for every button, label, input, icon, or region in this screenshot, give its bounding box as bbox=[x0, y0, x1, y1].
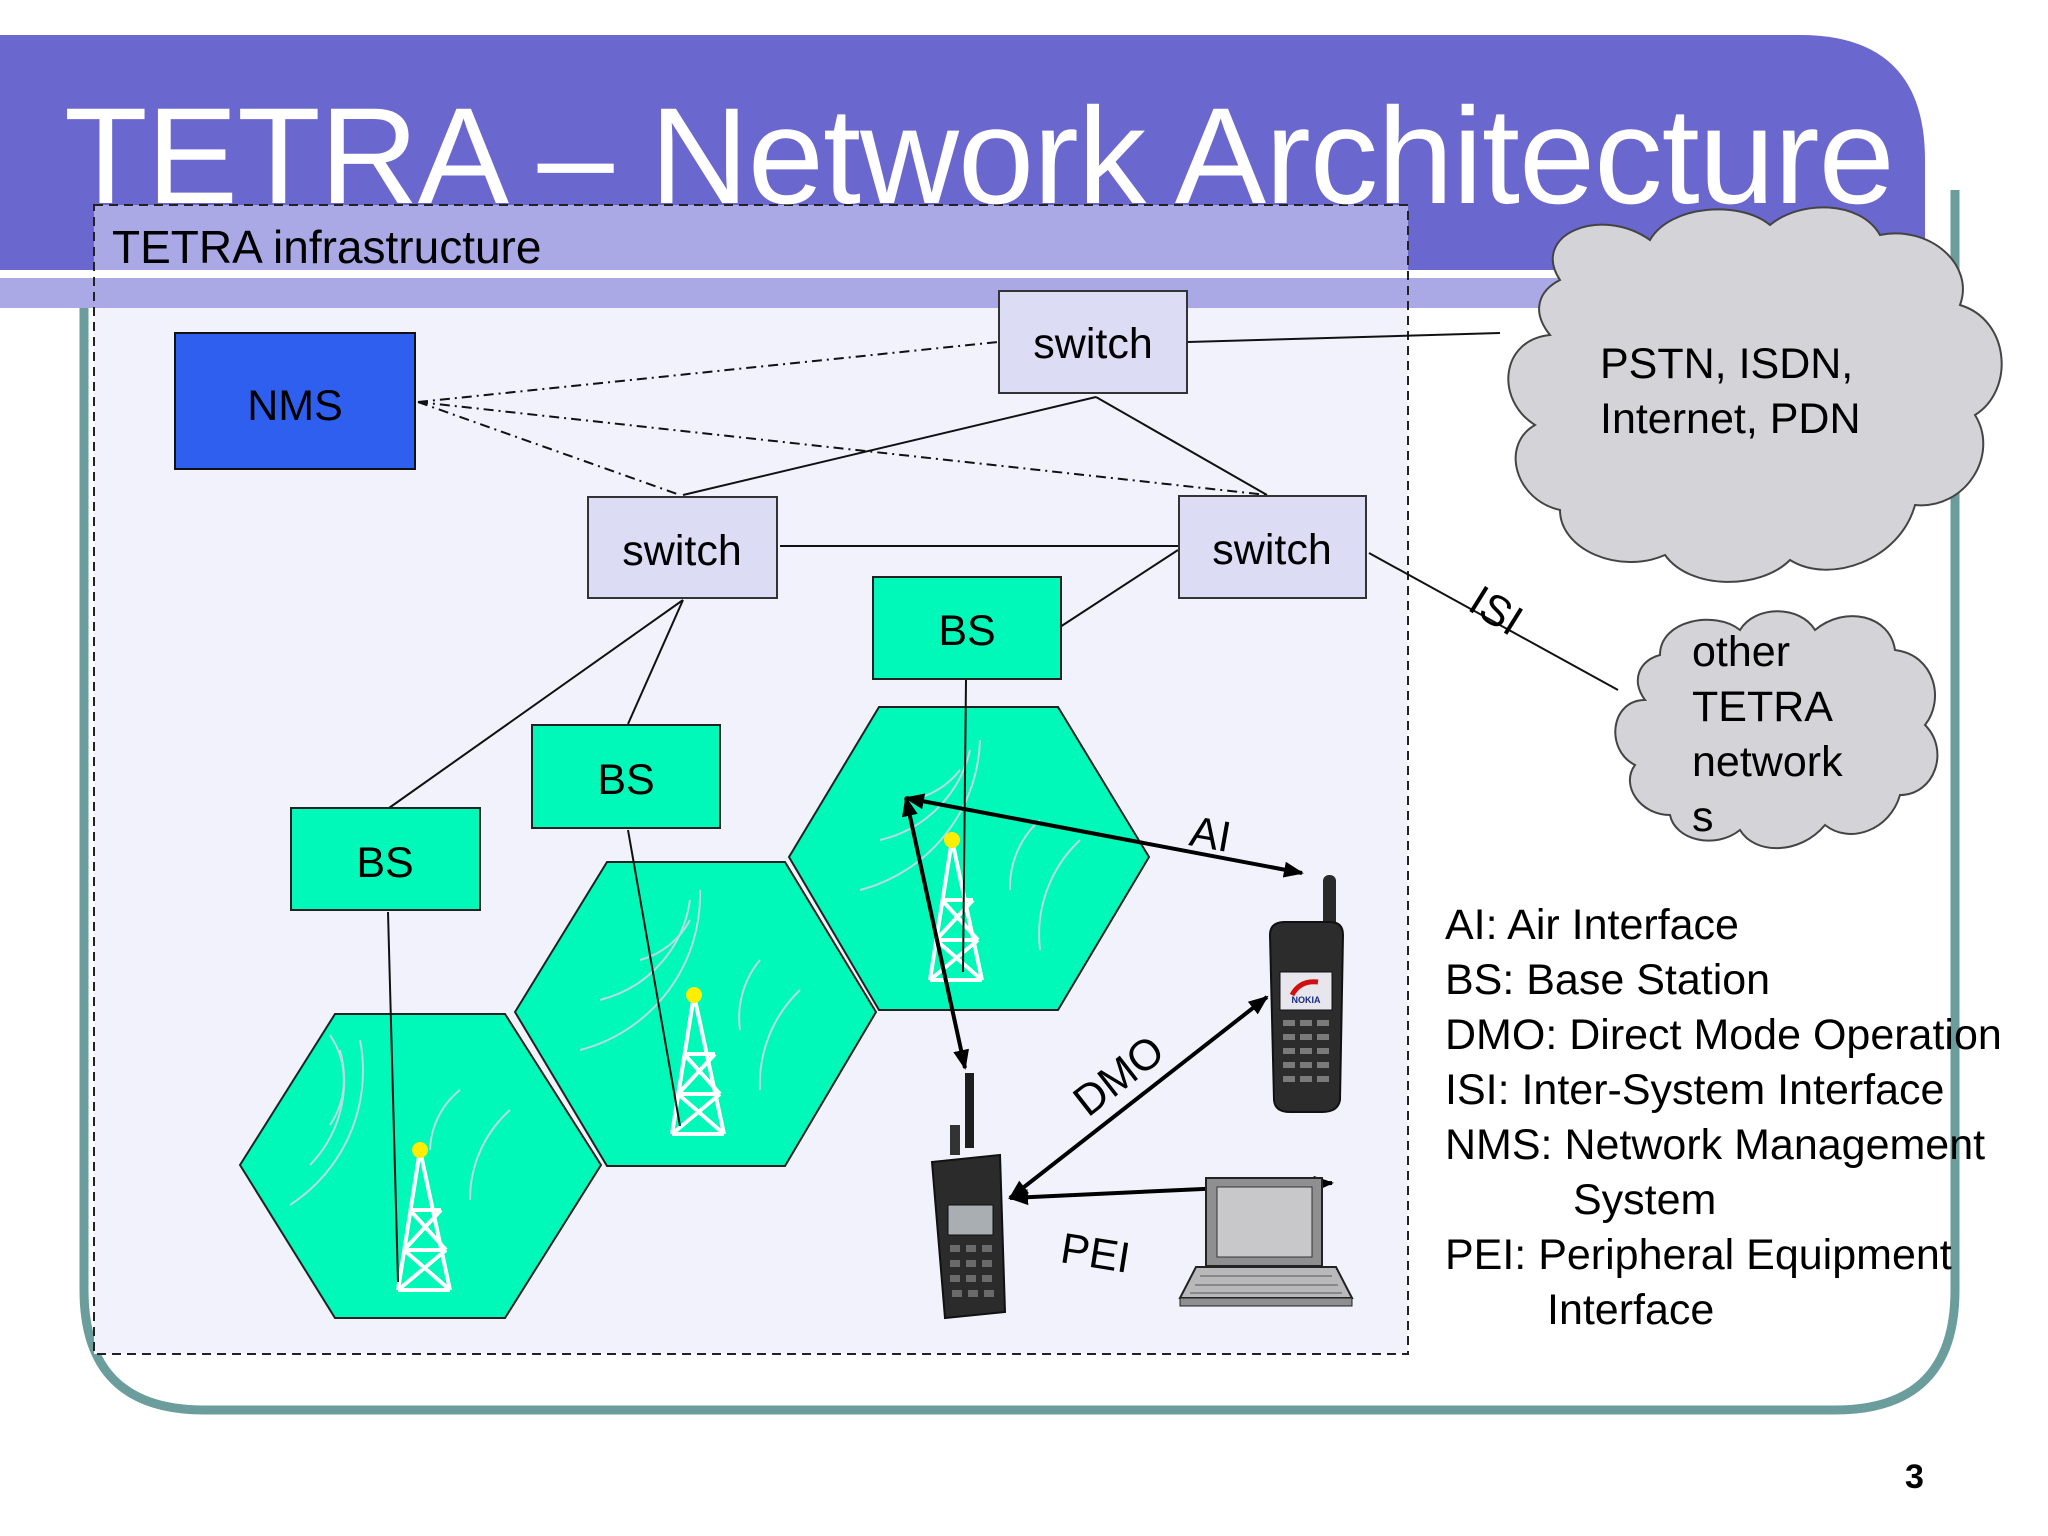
legend-nms-continued: System bbox=[1573, 1176, 1717, 1224]
laptop-icon bbox=[1178, 1177, 1354, 1307]
nms-node: NMS bbox=[174, 332, 416, 470]
title-bar-divider bbox=[0, 270, 1925, 278]
legend: AI: Air Interface BS: Base Station DMO: … bbox=[1445, 898, 2045, 1338]
other-tetra-line-2: TETRA bbox=[1692, 683, 1833, 731]
phone-brand-label: NOKIA bbox=[1292, 995, 1322, 1005]
switch-right-label: switch bbox=[1212, 526, 1331, 574]
radio-tower-icon bbox=[396, 1142, 452, 1292]
ai-arrow-phone bbox=[904, 793, 1304, 878]
switch-top: switch bbox=[998, 290, 1188, 394]
cell-1 bbox=[238, 1013, 603, 1319]
infrastructure-boundary bbox=[93, 204, 1409, 1355]
svg-text:other TETRA ne: other TETRA network s bbox=[1692, 628, 1855, 841]
isi-label: ISI bbox=[1461, 577, 1531, 646]
network-links bbox=[387, 332, 1619, 1283]
legend-isi: ISI: Inter-System Interface bbox=[1445, 1066, 1945, 1114]
legend-ai: AI: Air Interface bbox=[1445, 901, 1739, 949]
legend-dmo: DMO: Direct Mode Operation bbox=[1445, 1011, 2002, 1059]
svg-text:PSTN, ISDN, Internet,: PSTN, ISDN, Internet, PDN bbox=[1600, 340, 1865, 443]
base-station-3: BS bbox=[872, 576, 1062, 680]
base-station-2: BS bbox=[531, 724, 721, 829]
base-station-1: BS bbox=[290, 807, 481, 911]
other-tetra-line-4: s bbox=[1692, 793, 1714, 841]
management-links bbox=[417, 341, 1268, 496]
bs-2-label: BS bbox=[597, 756, 654, 804]
ai-arrow-handheld bbox=[902, 796, 969, 1070]
switch-left-label: switch bbox=[622, 527, 741, 575]
legend-pei: PEI: Peripheral Equipment bbox=[1445, 1231, 1952, 1279]
legend-nms: NMS: Network Management bbox=[1445, 1121, 1986, 1169]
walkie-talkie-icon bbox=[930, 1073, 1007, 1320]
pstn-cloud: PSTN, ISDN, Internet, PDN bbox=[1507, 206, 2003, 583]
cell-2 bbox=[513, 861, 878, 1167]
ai-label: AI bbox=[1186, 808, 1234, 862]
infrastructure-label: TETRA infrastructure bbox=[112, 221, 542, 273]
switch-top-label: switch bbox=[1033, 320, 1152, 368]
bs-3-label: BS bbox=[938, 607, 995, 655]
coverage-rings bbox=[289, 739, 1081, 1206]
page-number: 3 bbox=[1905, 1458, 1924, 1496]
switch-left: switch bbox=[587, 496, 778, 599]
pstn-cloud-line-1: PSTN, ISDN, bbox=[1600, 340, 1853, 388]
other-tetra-line-1: other bbox=[1692, 628, 1790, 676]
dmo-arrow bbox=[1008, 995, 1269, 1200]
pstn-cloud-line-2: Internet, PDN bbox=[1600, 395, 1861, 443]
infrastructure-header-band bbox=[94, 205, 1408, 270]
switch-right: switch bbox=[1178, 495, 1367, 599]
legend-pei-continued: Interface bbox=[1547, 1286, 1715, 1334]
radio-tower-icon bbox=[670, 987, 726, 1136]
bs-1-label: BS bbox=[356, 839, 413, 887]
mobile-phone-icon: NOKIA bbox=[1268, 875, 1345, 1113]
other-tetra-networks-cloud: other TETRA network s bbox=[1614, 610, 1939, 850]
legend-bs: BS: Base Station bbox=[1445, 956, 1771, 1004]
pei-label: PEI bbox=[1057, 1224, 1133, 1282]
nms-label: NMS bbox=[247, 382, 343, 430]
other-tetra-line-3: network bbox=[1692, 738, 1843, 786]
slide-title: TETRA – Network Architecture bbox=[64, 80, 1895, 233]
